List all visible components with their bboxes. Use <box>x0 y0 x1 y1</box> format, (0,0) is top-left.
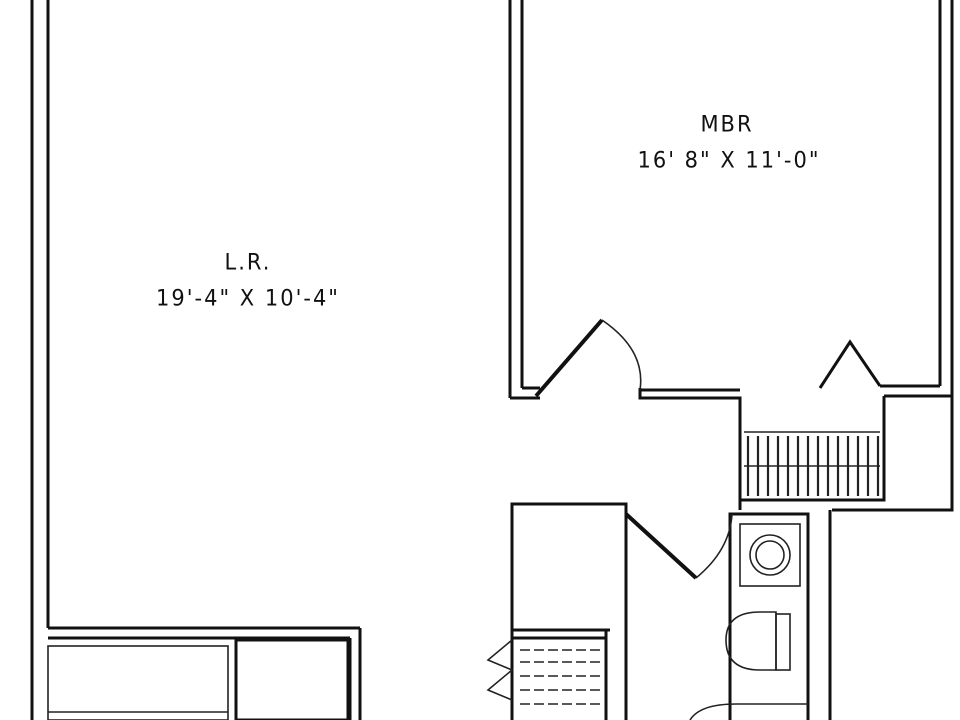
closet-blocks <box>47 638 350 720</box>
closet-shelving <box>744 431 880 496</box>
bedroom-door <box>534 318 642 398</box>
bedroom-name: MBR <box>700 111 754 137</box>
closet-door <box>818 339 882 389</box>
living-room-dimensions: 19'-4" X 10'-4" <box>156 285 340 311</box>
living-room-name: L.R. <box>224 249 272 275</box>
bedroom-dimensions: 16' 8" X 11'-0" <box>637 147 821 173</box>
bedroom-walls <box>508 0 954 512</box>
bathroom <box>510 502 832 720</box>
kitchen-counter <box>486 628 610 720</box>
living-room-walls <box>30 0 362 720</box>
